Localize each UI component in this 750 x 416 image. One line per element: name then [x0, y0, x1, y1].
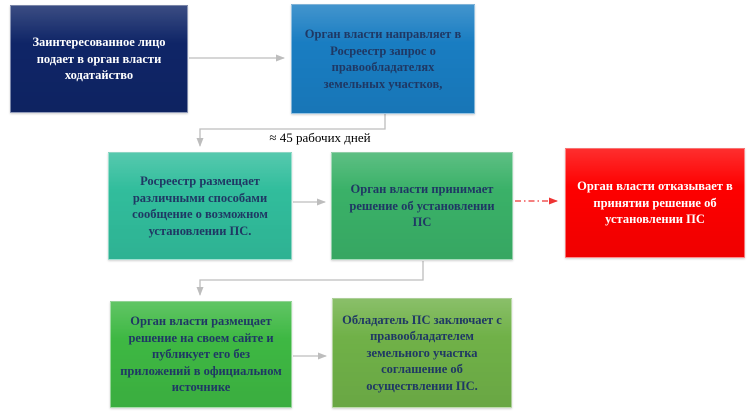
node-decision-label: Орган власти принимает решение об устано…: [349, 182, 495, 230]
node-publish: Орган власти размещает решение на своем …: [110, 301, 292, 408]
node-rosreestr-label: Росреестр размещает различными способами…: [132, 174, 268, 238]
node-decision: Орган власти принимает решение об устано…: [331, 152, 513, 260]
duration-annotation: ≈ 45 рабочих дней: [269, 130, 371, 145]
node-publish-label: Орган власти размещает решение на своем …: [120, 314, 282, 395]
node-reject-label: Орган власти отказывает в принятии решен…: [577, 179, 733, 227]
node-petition: Заинтересованное лицо подает в орган вла…: [10, 5, 188, 113]
node-request-label: Орган власти направляет в Росреестр запр…: [304, 27, 462, 91]
node-petition-label: Заинтересованное лицо подает в орган вла…: [32, 35, 166, 83]
connector-decision-publish: [196, 261, 424, 296]
node-agreement: Обладатель ПС заключает с правообладател…: [332, 298, 512, 408]
node-request: Орган власти направляет в Росреестр запр…: [291, 4, 475, 114]
node-agreement-label: Обладатель ПС заключает с правообладател…: [342, 312, 502, 393]
node-rosreestr: Росреестр размещает различными способами…: [108, 152, 292, 260]
node-reject: Орган власти отказывает в принятии решен…: [565, 148, 745, 258]
